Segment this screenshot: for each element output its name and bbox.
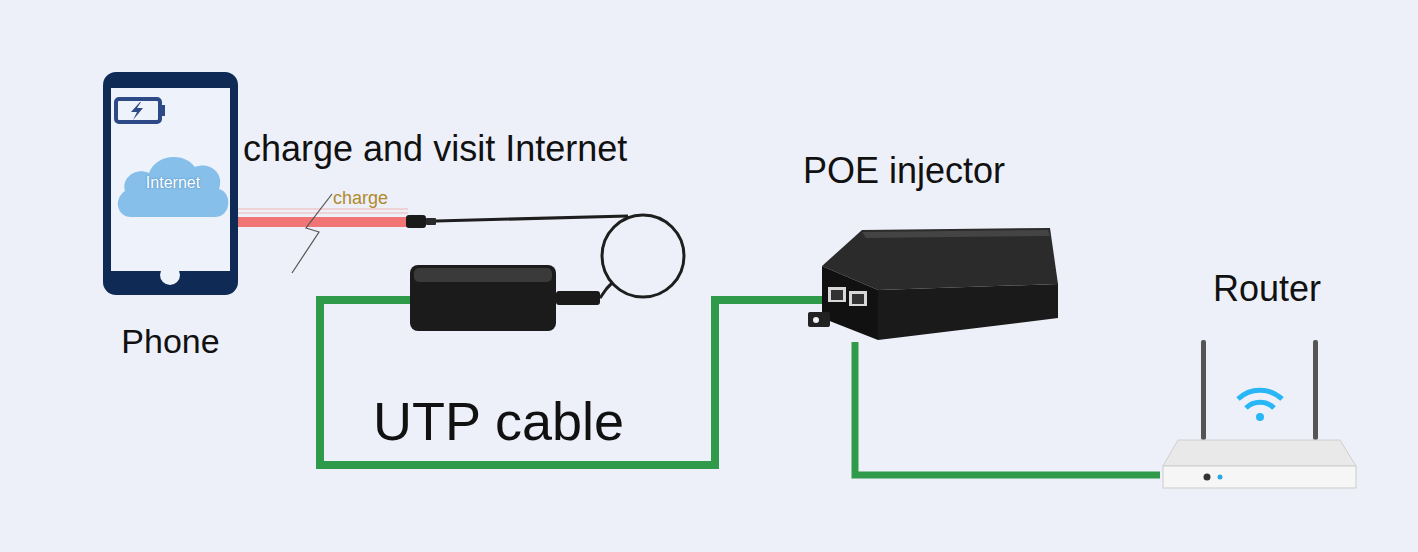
usb-c-plug: [406, 215, 426, 228]
cloud-node: Internet: [113, 147, 233, 219]
router-body: [1160, 338, 1358, 490]
usb-c-plug: [426, 218, 436, 225]
poe-injector-node: POE injector: [815, 222, 1062, 342]
charge-guide-line: [238, 213, 408, 214]
cloud-label: Internet: [146, 174, 200, 192]
cable: [600, 283, 612, 298]
poe-injector-body: [815, 222, 1062, 342]
cable-coil: [602, 215, 684, 297]
node-label: POE injector: [803, 150, 1005, 191]
cable: [436, 216, 628, 221]
cable-plug: [556, 291, 600, 305]
break-zigzag: [292, 194, 332, 273]
phone-node: PhoneInternet: [103, 72, 238, 295]
node-label: Router: [1213, 268, 1321, 309]
utp-cable-line: [320, 300, 822, 465]
router-node: Router: [1160, 338, 1358, 490]
poe-splitter: [414, 268, 552, 282]
caption-note: charge and visit Internet: [243, 128, 627, 169]
text-frame: Internet: [113, 147, 233, 219]
node-label: Phone: [88, 322, 253, 361]
poe-splitter: [410, 265, 556, 331]
ethernet-cable-connector: [855, 342, 1160, 475]
charge-guide-line: [238, 209, 408, 210]
cable-label: UTP cable: [373, 390, 624, 452]
charge-band: [238, 217, 408, 227]
line-label: charge: [333, 188, 388, 209]
